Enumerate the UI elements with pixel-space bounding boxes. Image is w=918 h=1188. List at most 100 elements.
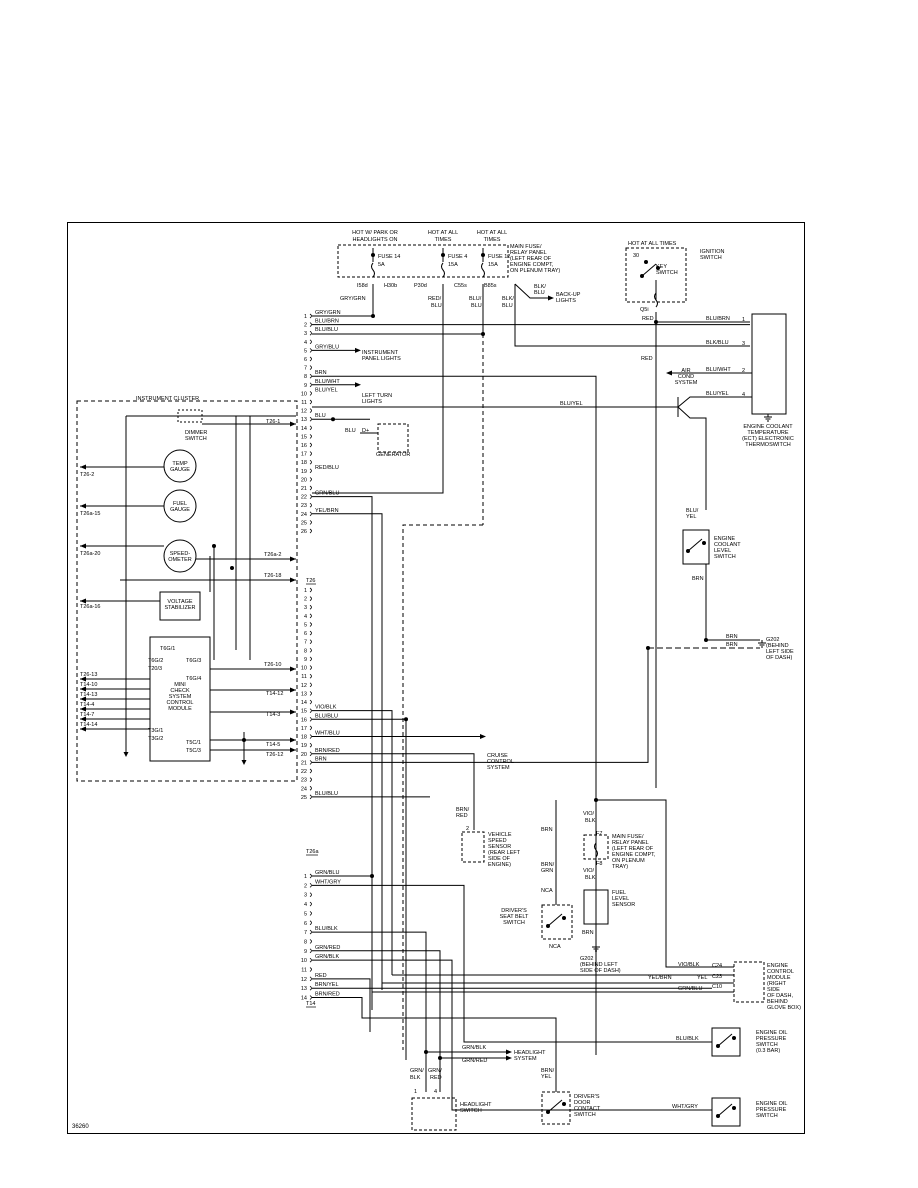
component-label: BACK-UP — [556, 292, 581, 298]
wire-grn-blk — [312, 959, 712, 1111]
oil-pressure-switch-box — [711, 1097, 741, 1127]
connector-pin-number: 13 — [301, 986, 307, 992]
connector-pin-number: 11 — [301, 968, 307, 974]
connector-pin-icon — [309, 408, 312, 413]
connector-pin-icon — [309, 883, 312, 888]
connector-pin-number: 17 — [301, 726, 307, 732]
connector-pin-number: 14 — [301, 996, 307, 1002]
connector-pin-number: 7 — [304, 640, 307, 646]
wire-label: GRY/GRN — [340, 296, 366, 302]
pin-number: 1 — [742, 317, 745, 323]
wire-label: BRN/ — [541, 1068, 555, 1074]
component-label: SYSTEM — [487, 765, 510, 771]
arrow-left — [80, 706, 86, 712]
component-label: FUEL — [612, 890, 626, 896]
component-label: ENGINE) — [488, 862, 511, 868]
connector-pin-icon — [309, 485, 312, 491]
component-label: GAUGE — [170, 507, 190, 513]
wire-brn — [312, 648, 649, 763]
pin-number: C10 — [712, 984, 722, 990]
component-label: GENERATOR — [376, 452, 410, 458]
switch-icon — [732, 1036, 736, 1040]
connector-pin-number: 10 — [301, 958, 307, 964]
wire-label: RED — [430, 1075, 442, 1081]
wire-label: RED/BLU — [315, 465, 339, 471]
component-label: ENGINE — [767, 963, 788, 969]
ecm-box — [733, 961, 765, 1003]
wire-label: NCA — [541, 888, 553, 894]
fuse-terminal: P30d — [414, 283, 427, 289]
wire-brn-red — [312, 753, 475, 830]
key-switch-icon — [641, 263, 657, 277]
component-label: GAUGE — [170, 467, 190, 473]
component-label: (BEHIND — [766, 643, 789, 649]
connector-pin-icon — [309, 995, 312, 1000]
wire-label: YEL — [697, 975, 707, 981]
connector-pin-icon — [309, 520, 312, 525]
component-label: TRAY) — [612, 864, 628, 870]
wire-label: BRN — [692, 576, 704, 582]
splice-dot — [212, 544, 216, 548]
connector-pin-number: 19 — [301, 743, 307, 749]
arrow-left — [80, 543, 86, 549]
component-label: SENSOR — [488, 844, 511, 850]
wire-label: VIO/ — [583, 811, 594, 817]
component-label: BEHIND — [767, 999, 788, 1005]
key-switch-icon — [656, 266, 660, 270]
arrow-right — [480, 734, 486, 740]
splice-dot — [654, 320, 658, 324]
coolant-level-switch-box — [682, 529, 710, 565]
component-label: SWITCH — [574, 1112, 596, 1118]
component-label: RELAY PANEL — [612, 840, 649, 846]
connector-pin-icon — [309, 939, 312, 944]
cluster-ref: T26-12 — [266, 752, 283, 758]
component-label: SWITCH — [756, 1113, 778, 1119]
component-label: PRESSURE — [756, 1107, 787, 1113]
connector-pin-icon — [309, 604, 312, 610]
component-label: INSTRUMENT — [362, 350, 399, 356]
relay-panel-box — [583, 834, 609, 860]
wire-label: BLU — [534, 290, 545, 296]
connector-pin-icon — [309, 622, 312, 627]
connector-pin-icon — [309, 339, 312, 345]
connector-pin-icon — [309, 691, 312, 696]
wire-label: BLK — [585, 875, 596, 881]
splice-dot — [594, 798, 598, 802]
fuse-icon — [654, 292, 658, 308]
component-label: ENGINE COOLANT — [743, 424, 793, 430]
connector-pin-icon — [309, 511, 312, 517]
arrow-left — [80, 726, 86, 732]
door-contact-switch-box — [541, 1091, 571, 1125]
connector-pin-number: 8 — [304, 939, 307, 945]
switch-icon — [562, 1102, 566, 1106]
wire-label: RED — [641, 356, 653, 362]
connector-label: T26 — [306, 578, 315, 584]
wire-label: NCA — [549, 944, 561, 950]
wire-label: BLU — [431, 303, 442, 309]
wire-label: BLU — [502, 303, 513, 309]
instrument-cluster-box — [76, 400, 298, 782]
wire-label: GRN/BLU — [315, 491, 339, 497]
connector-pin-number: 22 — [301, 495, 307, 501]
headlight-switch-box — [411, 1097, 457, 1131]
connector-pin-icon — [309, 794, 312, 800]
component-label: LEVEL — [612, 896, 629, 902]
component-label: TEMPERATURE — [747, 430, 788, 436]
component-label: OF DASH, — [767, 993, 793, 999]
component-label: SEAT BELT — [500, 914, 529, 920]
wire-label: RED — [456, 813, 468, 819]
connector-pin-icon — [309, 528, 312, 534]
connector-pin-number: 1 — [304, 874, 307, 880]
wire-label: BLU/YEL — [706, 391, 729, 397]
connector-pin-number: 18 — [301, 460, 307, 466]
cluster-ref: T14-7 — [80, 712, 94, 718]
module-pin: T6G/3 — [186, 658, 201, 664]
panel-label: ON PLENUM TRAY) — [510, 268, 560, 274]
wire-label: BLU/WHT — [315, 379, 340, 385]
module-pin: T20/3 — [148, 666, 162, 672]
cluster-ref: T14-14 — [80, 722, 97, 728]
wire-backup — [514, 283, 548, 299]
connector-pin-number: 3 — [304, 893, 307, 899]
connector-pin-icon — [309, 716, 312, 722]
connector-pin-number: 21 — [301, 486, 307, 492]
